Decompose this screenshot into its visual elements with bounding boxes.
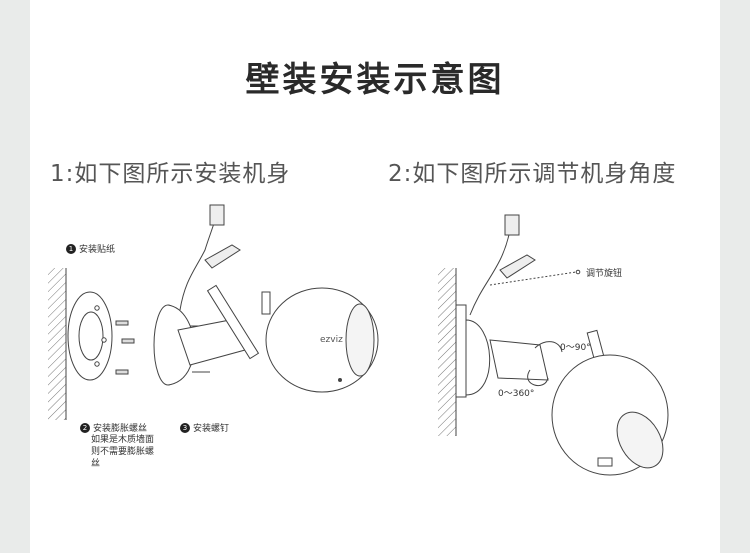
label-pan-angle: 0～360° bbox=[498, 389, 535, 399]
network-connector-icon-2 bbox=[504, 214, 520, 236]
pan-arrow-icon bbox=[527, 369, 549, 387]
label-knob: 调节旋钮 bbox=[586, 269, 623, 279]
power-connector-icon-2 bbox=[499, 254, 536, 279]
camera-body-icon-2 bbox=[551, 354, 669, 476]
cable-line-2 bbox=[469, 229, 511, 316]
mounted-base-icon bbox=[455, 304, 549, 398]
power-connector-icon bbox=[204, 244, 241, 269]
page-title: 壁装安装示意图 bbox=[245, 60, 505, 100]
step-2-heading: 2:如下图所示调节机身角度 bbox=[388, 161, 677, 187]
camera-body-icon bbox=[265, 287, 379, 393]
step-1-heading: 1:如下图所示安装机身 bbox=[50, 161, 291, 187]
knob-leader-line bbox=[489, 271, 577, 286]
label-anchor-note: 如果是木质墙面则不需要膨胀螺丝 bbox=[91, 435, 155, 469]
cable-line bbox=[179, 219, 216, 311]
wall-left bbox=[48, 268, 67, 420]
wall-right bbox=[438, 268, 457, 436]
brand-logo: ezviz bbox=[320, 335, 343, 345]
network-connector-icon bbox=[209, 204, 225, 226]
mounting-sticker-icon bbox=[67, 291, 113, 381]
diagram-1-install bbox=[48, 204, 379, 420]
tilt-arrow-icon bbox=[534, 341, 563, 353]
antenna-icon bbox=[206, 284, 260, 360]
expansion-anchor-icons bbox=[115, 320, 135, 375]
camera-base-icon bbox=[153, 304, 246, 386]
label-tilt-angle: 0～90° bbox=[560, 343, 591, 353]
diagram-2-adjust bbox=[438, 214, 669, 476]
